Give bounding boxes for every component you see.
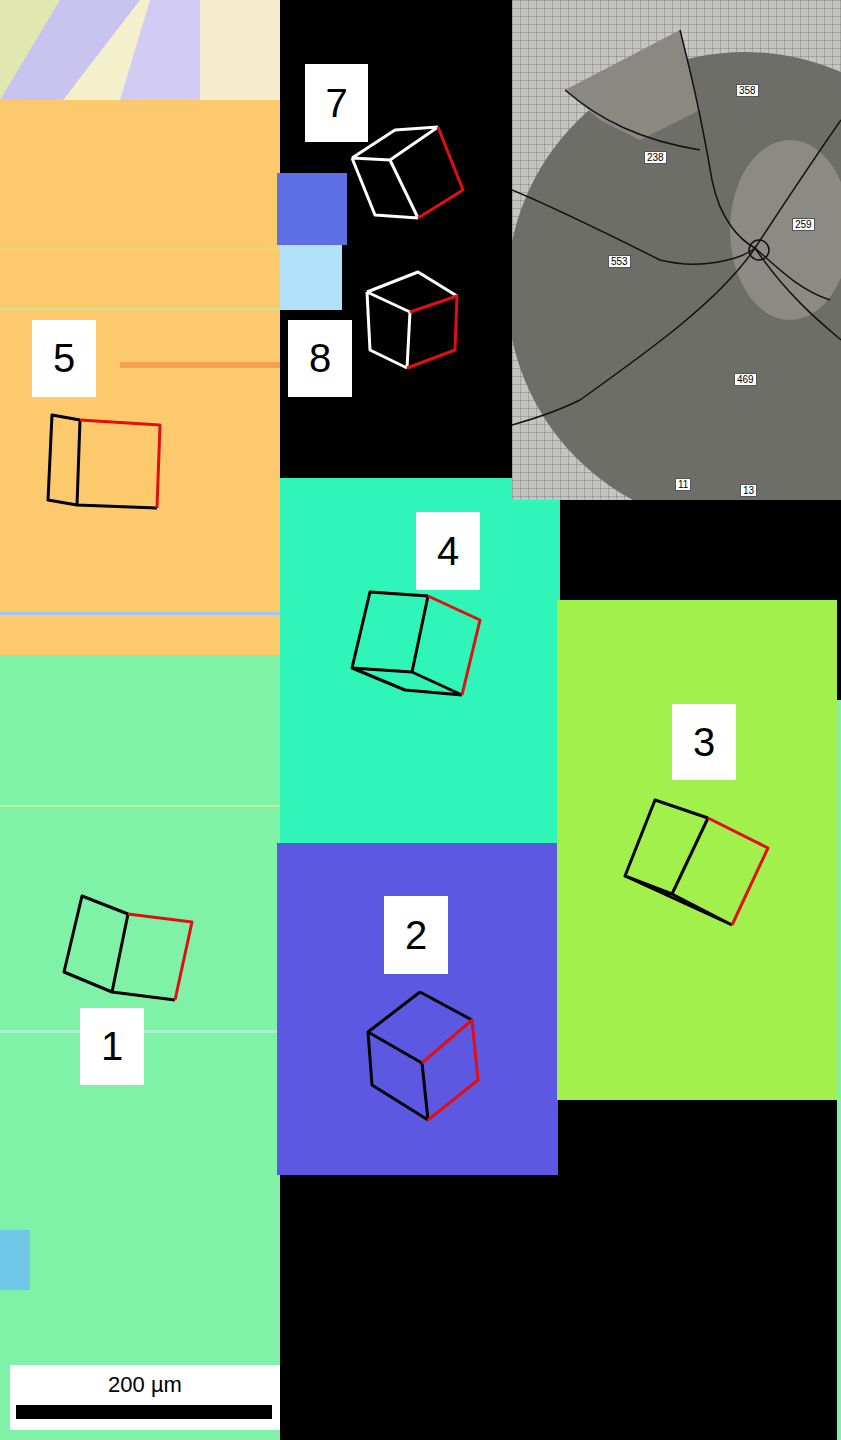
grain-number: 553 (608, 255, 631, 268)
callout-number: 7 (305, 64, 368, 142)
callout-number: 5 (32, 320, 96, 397)
callout-number: 4 (416, 512, 480, 590)
callout-number: 8 (288, 320, 352, 397)
grain-number: 469 (734, 373, 757, 386)
grain-number: 238 (644, 151, 667, 164)
scale-bar-label: 200 µm (10, 1368, 280, 1402)
callout-number: 1 (80, 1008, 144, 1085)
callout-number: 3 (672, 704, 736, 780)
grain-number: 259 (792, 218, 815, 231)
grain-number: 11 (675, 478, 691, 491)
grain-number: 358 (736, 84, 759, 97)
grain-number: 13 (740, 484, 757, 497)
callout-number: 2 (384, 896, 448, 974)
